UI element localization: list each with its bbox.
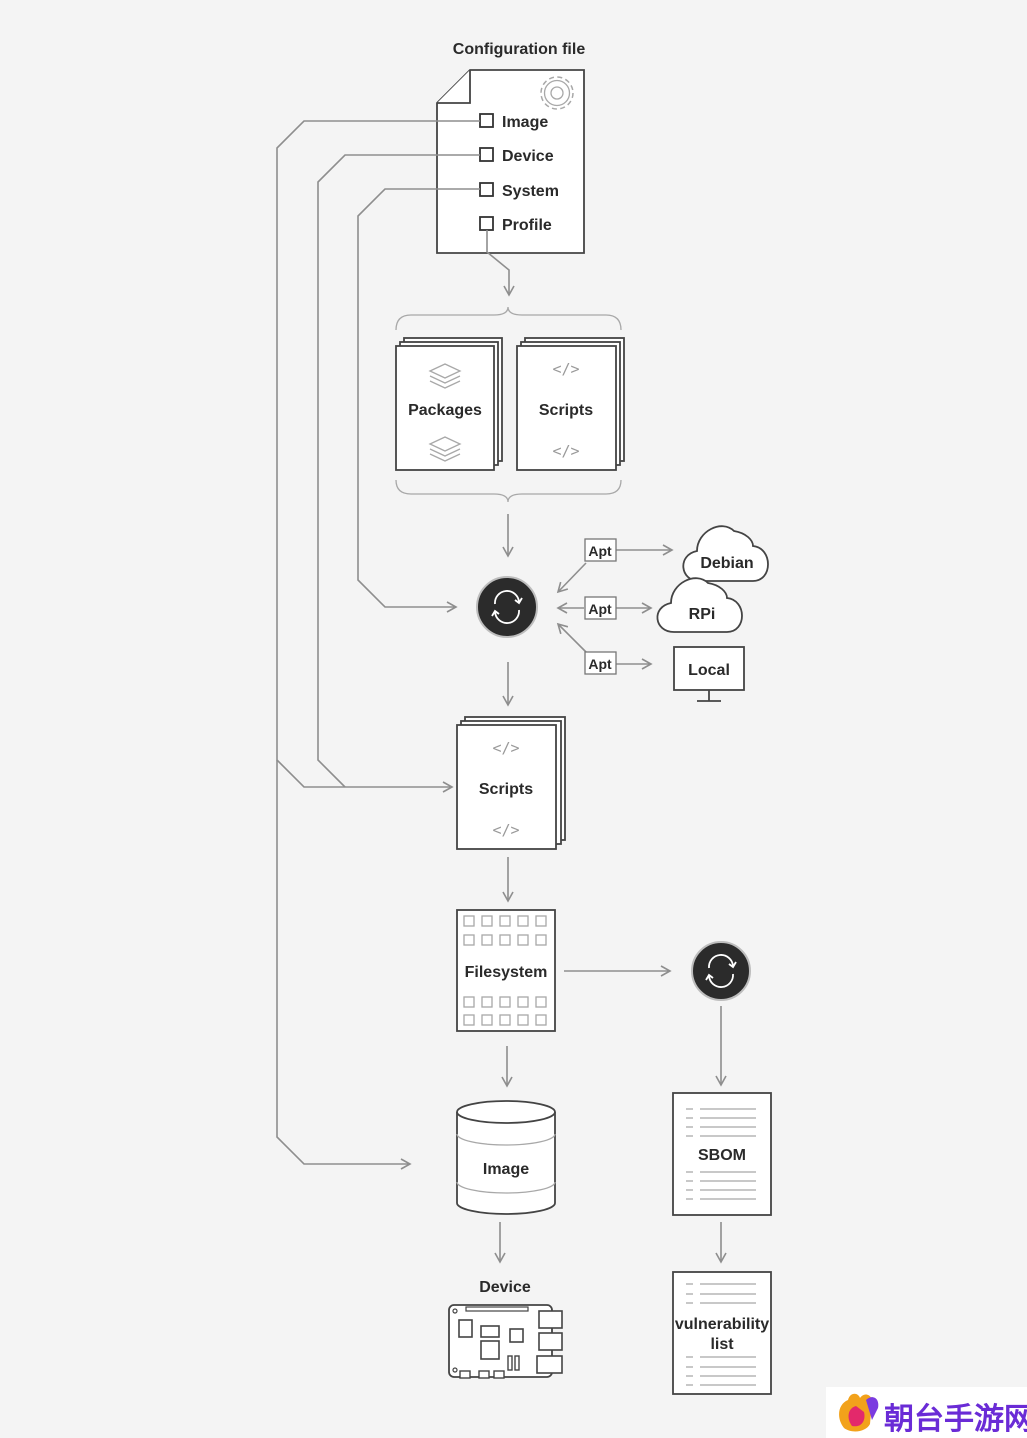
filesystem-grid-icon bbox=[463, 915, 547, 1026]
image-option-to-image-arrow bbox=[276, 760, 412, 1170]
config-option-system[interactable]: System bbox=[479, 182, 559, 200]
packages-stack: Packages bbox=[395, 337, 503, 471]
apt-badge-local: Apt bbox=[584, 651, 617, 675]
debian-apt-to-build-arrow bbox=[556, 562, 587, 594]
sync-icon bbox=[491, 590, 523, 624]
cloud-icon bbox=[682, 525, 769, 582]
apt-label: Apt bbox=[588, 601, 612, 617]
apt-badge-rpi: Apt bbox=[584, 596, 617, 620]
option-label: System bbox=[502, 183, 559, 200]
system-option-to-build-arrow bbox=[357, 188, 480, 613]
checkbox-icon[interactable] bbox=[479, 147, 494, 162]
vulnerability-label-line2: list bbox=[710, 1336, 734, 1353]
filesystem-label: Filesystem bbox=[465, 964, 548, 981]
cloud-icon bbox=[656, 577, 743, 633]
debian-repository: Debian bbox=[682, 525, 769, 582]
sync-icon bbox=[705, 954, 737, 988]
vulnerability-label-line1: vulnerability bbox=[675, 1316, 769, 1333]
option-label: Image bbox=[502, 114, 548, 131]
image-label: Image bbox=[483, 1161, 529, 1178]
sbom-process-node bbox=[691, 941, 751, 1001]
rpi-label: RPi bbox=[689, 606, 716, 623]
config-option-image[interactable]: Image bbox=[479, 113, 548, 131]
scripts-input-stack: </> </> Scripts bbox=[516, 337, 625, 471]
checkbox-icon[interactable] bbox=[479, 113, 494, 128]
watermark: 朝台手游网 bbox=[826, 1387, 1027, 1438]
build-process-node bbox=[476, 576, 538, 638]
debian-label: Debian bbox=[700, 555, 753, 572]
watermark-text: 朝台手游网 bbox=[884, 1402, 1027, 1437]
code-icon: </> bbox=[492, 821, 519, 839]
scripts-input-label: Scripts bbox=[539, 402, 593, 419]
list-lines-icon bbox=[686, 1283, 756, 1386]
scripts-label: Scripts bbox=[479, 781, 533, 798]
gear-icon bbox=[540, 76, 574, 110]
config-file bbox=[436, 69, 585, 254]
packages-label: Packages bbox=[408, 402, 482, 419]
sbom-label: SBOM bbox=[698, 1147, 746, 1164]
option-label: Profile bbox=[502, 217, 552, 234]
apt-badge-debian: Apt bbox=[584, 538, 617, 562]
layers-icon bbox=[428, 363, 462, 389]
bottom-brace bbox=[395, 479, 622, 503]
code-icon: </> bbox=[492, 739, 519, 757]
monitor-icon bbox=[673, 646, 745, 691]
device-label: Device bbox=[479, 1279, 531, 1296]
image-option-to-scripts-arrow bbox=[276, 120, 480, 793]
image-node: Image bbox=[456, 1100, 556, 1215]
hand-logo-icon bbox=[839, 1393, 879, 1432]
rpi-repository: RPi bbox=[656, 577, 743, 633]
code-icon: </> bbox=[552, 442, 579, 460]
vulnerability-list-document: vulnerability list bbox=[672, 1271, 772, 1395]
scripts-stack: </> </> Scripts bbox=[456, 716, 566, 850]
apt-label: Apt bbox=[588, 543, 612, 559]
code-icon: </> bbox=[552, 360, 579, 378]
local-label: Local bbox=[688, 662, 730, 679]
database-icon bbox=[456, 1112, 556, 1215]
board-icon bbox=[448, 1304, 563, 1379]
config-file-title: Configuration file bbox=[453, 41, 586, 58]
option-label: Device bbox=[502, 148, 554, 165]
local-apt-to-build-arrow bbox=[556, 622, 587, 653]
device-option-line bbox=[317, 154, 480, 788]
profile-option-to-inputs-arrow bbox=[486, 230, 515, 297]
top-brace bbox=[395, 306, 622, 331]
filesystem-node: Filesystem bbox=[456, 909, 556, 1032]
config-option-device[interactable]: Device bbox=[479, 147, 554, 165]
list-lines-icon bbox=[686, 1108, 756, 1200]
checkbox-icon[interactable] bbox=[479, 182, 494, 197]
sbom-document: SBOM bbox=[672, 1092, 772, 1216]
apt-label: Apt bbox=[588, 656, 612, 672]
checkbox-icon[interactable] bbox=[479, 216, 494, 231]
config-option-profile[interactable]: Profile bbox=[479, 216, 552, 234]
layers-icon bbox=[428, 436, 462, 462]
local-repository: Local bbox=[673, 646, 745, 702]
